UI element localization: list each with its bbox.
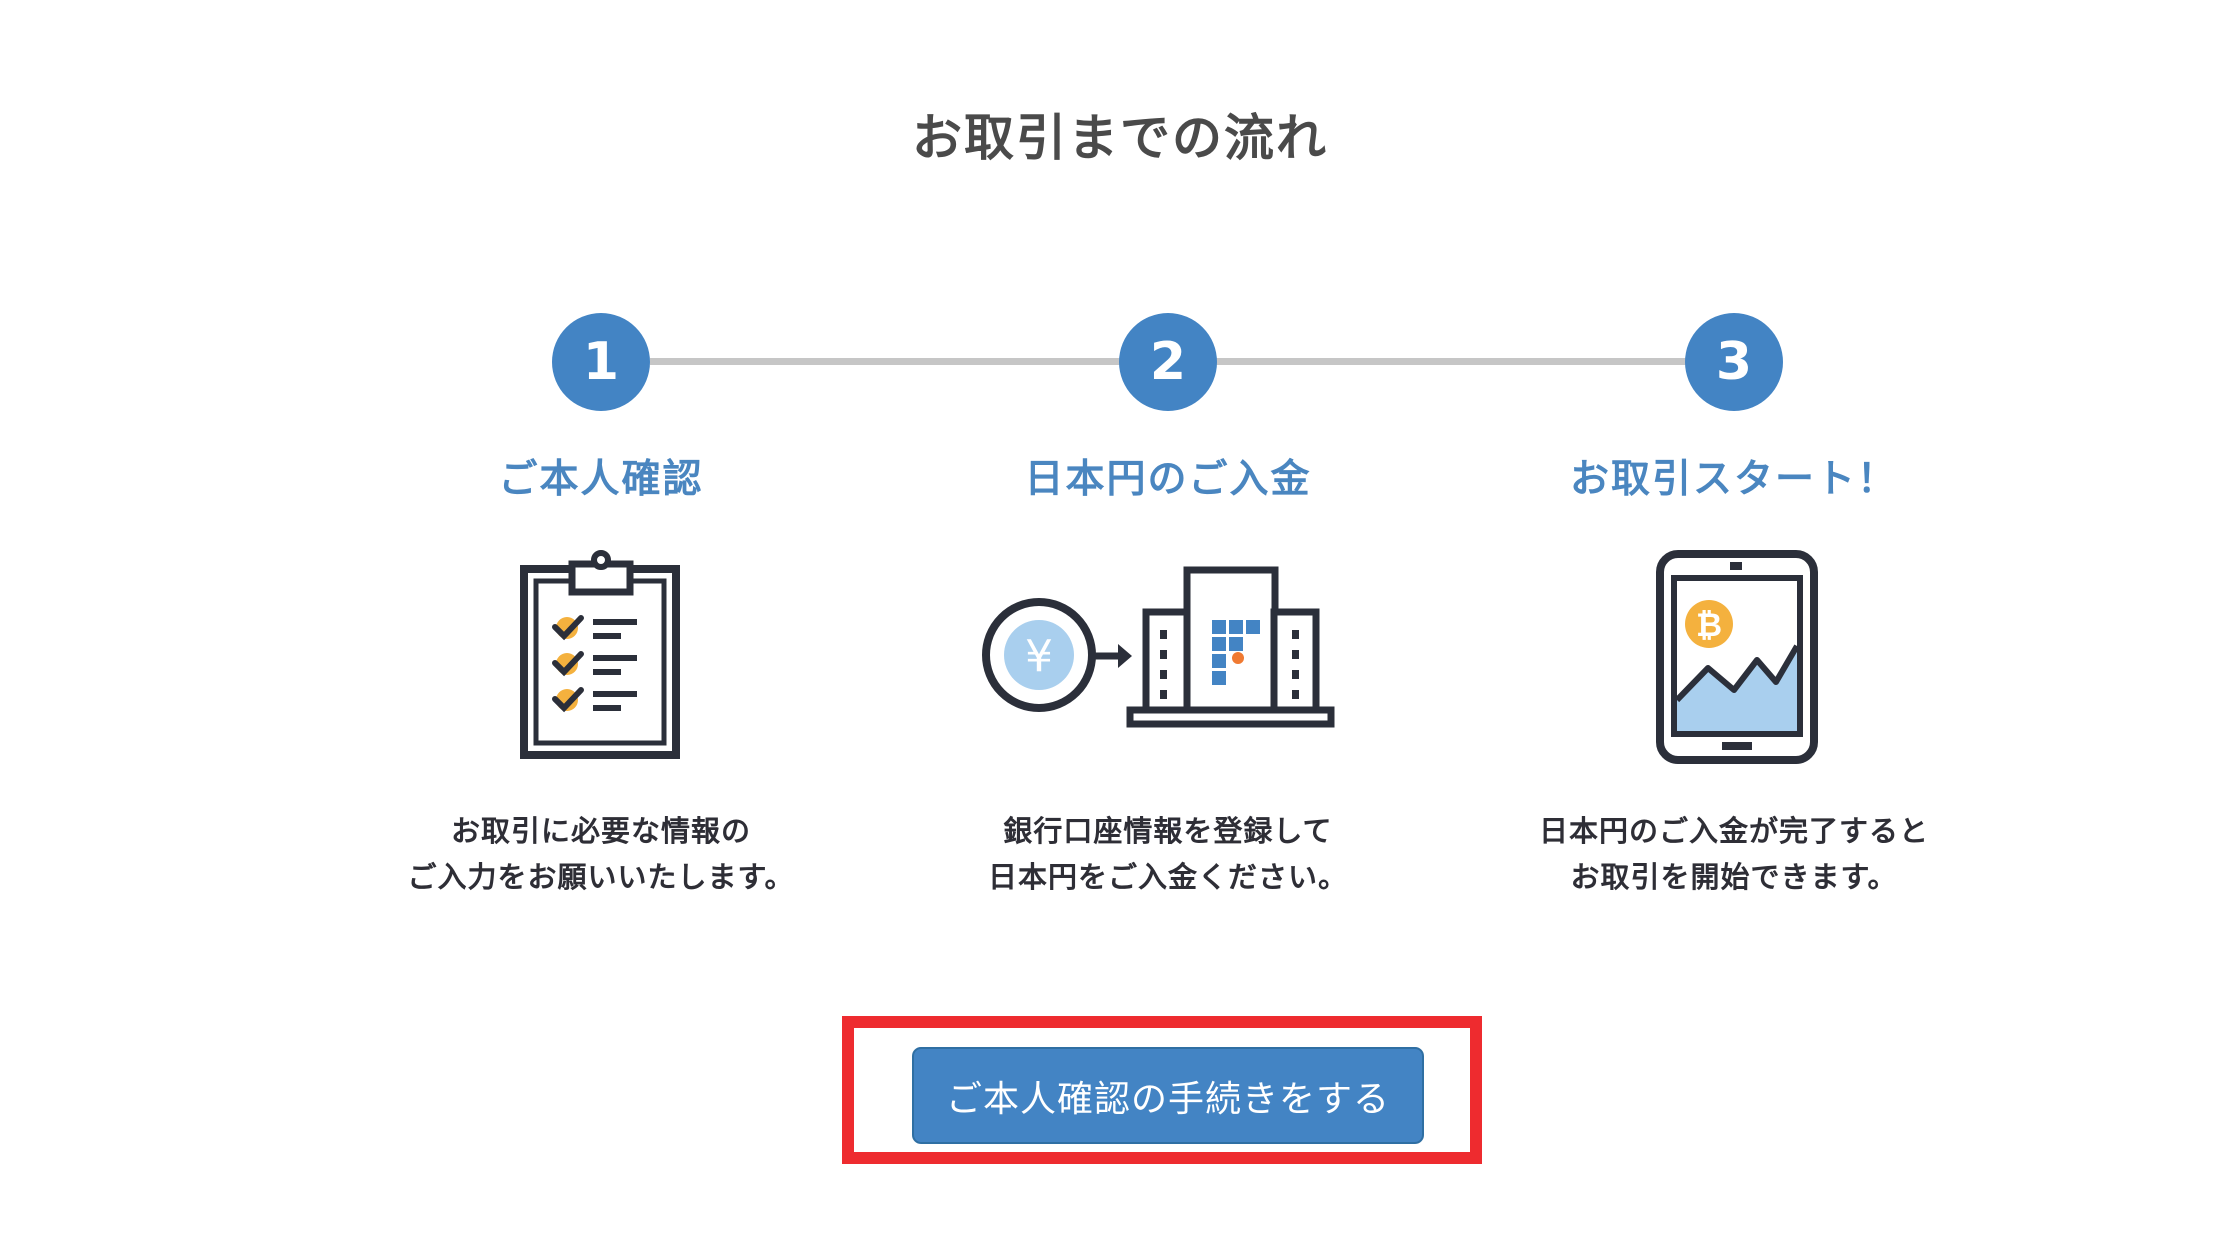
tablet-bitcoin-chart-icon: ₿	[1654, 550, 1820, 765]
step-description-1-line-1: お取引に必要な情報の	[450, 814, 751, 848]
step-number-circle-2: 2	[1119, 313, 1217, 411]
step-description-3: 日本円のご入金が完了すると お取引を開始できます。	[1454, 808, 2014, 900]
clipboard-checklist-icon	[517, 550, 685, 760]
step-label-2: 日本円のご入金	[1024, 457, 1312, 502]
step-label-3: お取引スタート！	[1569, 457, 1898, 502]
cta-highlight-frame	[842, 1016, 1482, 1164]
steps-flow: 1 ご本人確認 お取引に必要な情報の ご入力をお願いいたします。 2 日本円のご…	[321, 313, 2014, 900]
yen-to-bank-icon: ¥	[980, 550, 1355, 740]
step-connector-2-3	[1216, 358, 1734, 365]
page-title: お取引までの流れ	[912, 109, 1328, 167]
step-description-1-line-2: ご入力をお願いいたします。	[407, 860, 795, 894]
step-number-circle-3: 3	[1685, 313, 1783, 411]
step-description-3-line-2: お取引を開始できます。	[1570, 860, 1898, 894]
step-description-1: お取引に必要な情報の ご入力をお願いいたします。	[321, 808, 881, 900]
step-description-3-line-1: 日本円のご入金が完了すると	[1538, 814, 1929, 848]
start-identity-verification-button[interactable]: ご本人確認の手続きをする	[912, 1047, 1424, 1144]
step-connector-1-2	[650, 358, 1168, 365]
step-number-circle-1: 1	[552, 313, 650, 411]
yen-symbol: ¥	[1025, 631, 1053, 682]
step-description-2: 銀行口座情報を登録して 日本円をご入金ください。	[888, 808, 1448, 900]
step-label-1: ご本人確認	[498, 457, 704, 502]
step-description-2-line-1: 銀行口座情報を登録して	[1003, 814, 1333, 848]
bitcoin-symbol: ₿	[1696, 606, 1722, 644]
step-description-2-line-2: 日本円をご入金ください。	[987, 860, 1348, 894]
